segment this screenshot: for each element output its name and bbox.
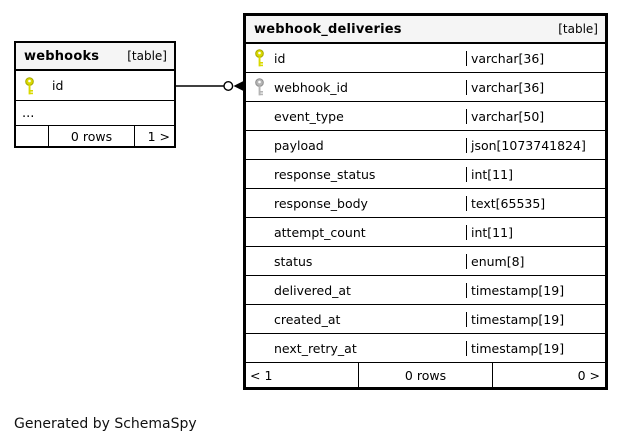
column-type: timestamp[19]: [466, 311, 605, 327]
column-name: next_retry_at: [274, 340, 357, 356]
table-title[interactable]: webhook_deliveries: [254, 21, 402, 37]
generator-caption: Generated by SchemaSpy: [14, 416, 197, 432]
row-count: 0 rows: [358, 363, 492, 387]
table-title[interactable]: webhooks: [24, 48, 100, 64]
column-type: timestamp[19]: [466, 282, 605, 298]
row-event_type: event_type varchar[50]: [246, 102, 605, 131]
table-footer-webhook-deliveries: < 1 0 rows 0 >: [246, 363, 605, 387]
table-tag: [table]: [558, 22, 598, 36]
row-response_status: response_status int[11]: [246, 160, 605, 189]
primary-key-icon: [255, 49, 264, 67]
footer-blank-cell: [16, 126, 48, 146]
children-count: 1 >: [134, 126, 174, 146]
table-tag: [table]: [127, 49, 167, 63]
column-type: text[65535]: [466, 195, 605, 211]
column-name: attempt_count: [274, 224, 366, 240]
row-webhook_id: webhook_id varchar[36]: [246, 73, 605, 102]
column-name: webhook_id: [274, 79, 348, 95]
column-name: delivered_at: [274, 282, 351, 298]
open-circle-terminator: [223, 80, 234, 91]
column-type: json[1073741824]: [466, 137, 605, 153]
row-delivered_at: delivered_at timestamp[19]: [246, 276, 605, 305]
more-columns-indicator: ...: [16, 101, 174, 126]
row-created_at: created_at timestamp[19]: [246, 305, 605, 334]
column-type: int[11]: [466, 166, 605, 182]
table-header-webhook-deliveries[interactable]: webhook_deliveries [table]: [246, 16, 605, 44]
column-name: event_type: [274, 108, 344, 124]
column-name: id: [274, 50, 286, 66]
column-name: created_at: [274, 311, 341, 327]
arrowhead-terminator: [233, 81, 243, 91]
row-payload: payload json[1073741824]: [246, 131, 605, 160]
column-name: response_status: [274, 166, 376, 182]
row-response_body: response_body text[65535]: [246, 189, 605, 218]
column-type: varchar[36]: [466, 50, 605, 66]
row-next_retry_at: next_retry_at timestamp[19]: [246, 334, 605, 363]
column-name: status: [274, 253, 313, 269]
table-node-webhooks[interactable]: webhooks [table] id ... 0 rows 1 >: [14, 41, 176, 148]
column-name: id: [52, 78, 64, 93]
row-count: 0 rows: [48, 126, 134, 146]
table-header-webhooks[interactable]: webhooks [table]: [16, 43, 174, 71]
row-id: id varchar[36]: [246, 44, 605, 73]
foreign-key-icon: [255, 78, 264, 96]
column-type: varchar[50]: [466, 108, 605, 124]
table-footer-webhooks: 0 rows 1 >: [16, 126, 174, 146]
children-count: 0 >: [492, 363, 605, 387]
row-status: status enum[8]: [246, 247, 605, 276]
row-id: id: [16, 71, 174, 101]
parents-count: < 1: [250, 367, 273, 383]
column-type: enum[8]: [466, 253, 605, 269]
primary-key-icon: [25, 76, 34, 94]
column-type: int[11]: [466, 224, 605, 240]
column-name: payload: [274, 137, 324, 153]
column-type: varchar[36]: [466, 79, 605, 95]
column-type: timestamp[19]: [466, 340, 605, 356]
row-attempt_count: attempt_count int[11]: [246, 218, 605, 247]
table-node-webhook-deliveries[interactable]: webhook_deliveries [table] id varchar[36…: [243, 13, 608, 390]
column-name: response_body: [274, 195, 368, 211]
